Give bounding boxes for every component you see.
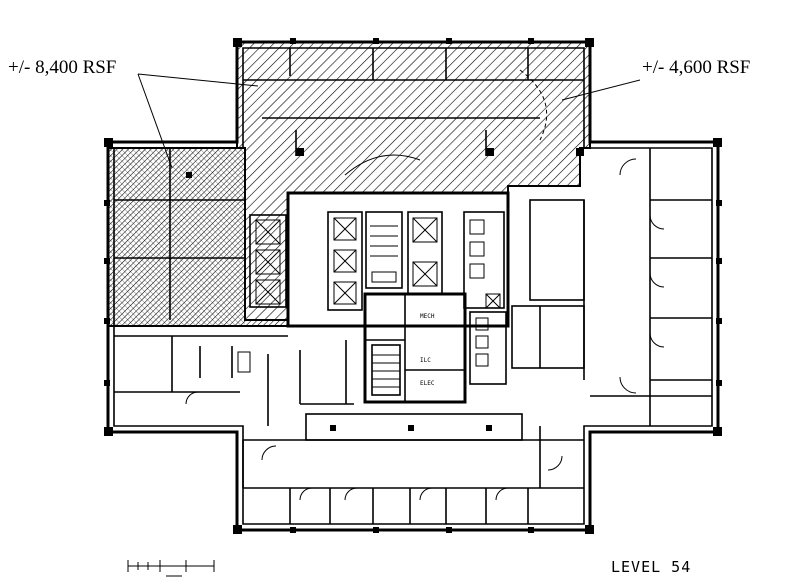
- building-core: [286, 191, 510, 328]
- top-zone-walls: [243, 48, 584, 176]
- corner-columns: [104, 38, 722, 534]
- bottom-wing-offices: [242, 413, 584, 524]
- elec-room-label: ELEC: [420, 380, 435, 387]
- mech-room-label: MECH: [420, 313, 435, 320]
- left-zone-walls: [114, 148, 287, 320]
- callout-leaders: [137, 73, 641, 169]
- lower-core: MECH ILC ELEC: [363, 292, 507, 404]
- scale-bar: [127, 560, 215, 577]
- callout-right-area: +/- 4,600 RSF: [642, 57, 750, 78]
- left-wing-offices: [114, 335, 354, 426]
- ilc-room-label: ILC: [420, 357, 431, 364]
- right-wing-offices: [511, 148, 712, 426]
- level-label: LEVEL 54: [611, 558, 691, 576]
- hatched-area-left: [107, 147, 289, 327]
- callout-left-area: +/- 8,400 RSF: [8, 57, 116, 78]
